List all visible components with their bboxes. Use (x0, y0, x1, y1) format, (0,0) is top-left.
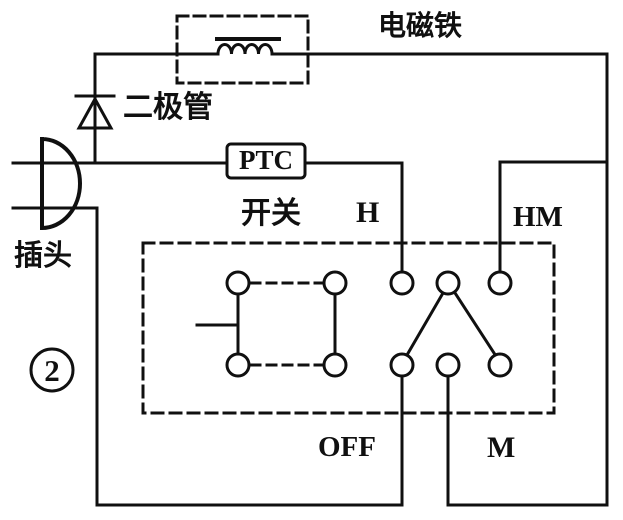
ptc-box (225, 142, 307, 180)
selector-contact-off (389, 352, 415, 378)
diode-label: 二极管 (123, 91, 213, 124)
switch-box (141, 241, 556, 415)
selector-contact-h (389, 270, 415, 296)
selector-contact-common-top (435, 270, 461, 296)
selector-contact-right (487, 352, 513, 378)
switch-dashed-links (249, 281, 324, 367)
electromagnet-label: 电磁铁 (378, 11, 463, 42)
selector-wiper-links (404, 290, 499, 359)
switch-contact (225, 352, 251, 378)
switch-contact (225, 270, 251, 296)
wire-bottom-left (11, 206, 404, 507)
switch-contact (322, 352, 348, 378)
plug-label: 插头 (14, 240, 73, 272)
electromagnet-box (175, 14, 310, 85)
position-m-label: M (487, 431, 516, 464)
figure-number-circle (29, 347, 75, 393)
wire-ptc-to-h (303, 161, 404, 274)
position-hm-label: HM (513, 201, 563, 233)
plug-icon (39, 136, 82, 231)
diode-icon (74, 94, 116, 130)
ptc-label: PTC (239, 145, 293, 175)
coil-icon (216, 43, 274, 56)
selector-contact-hm (487, 270, 513, 296)
wire-top-and-right (93, 52, 609, 507)
figure-number: 2 (44, 352, 60, 388)
switch-contact (322, 270, 348, 296)
position-off-label: OFF (318, 431, 376, 463)
switch-pole-links (236, 292, 337, 356)
selector-contact-m (435, 352, 461, 378)
position-h-label: H (356, 196, 380, 229)
switch-label: 开关 (241, 197, 301, 230)
wire-hm-branch (498, 160, 609, 274)
